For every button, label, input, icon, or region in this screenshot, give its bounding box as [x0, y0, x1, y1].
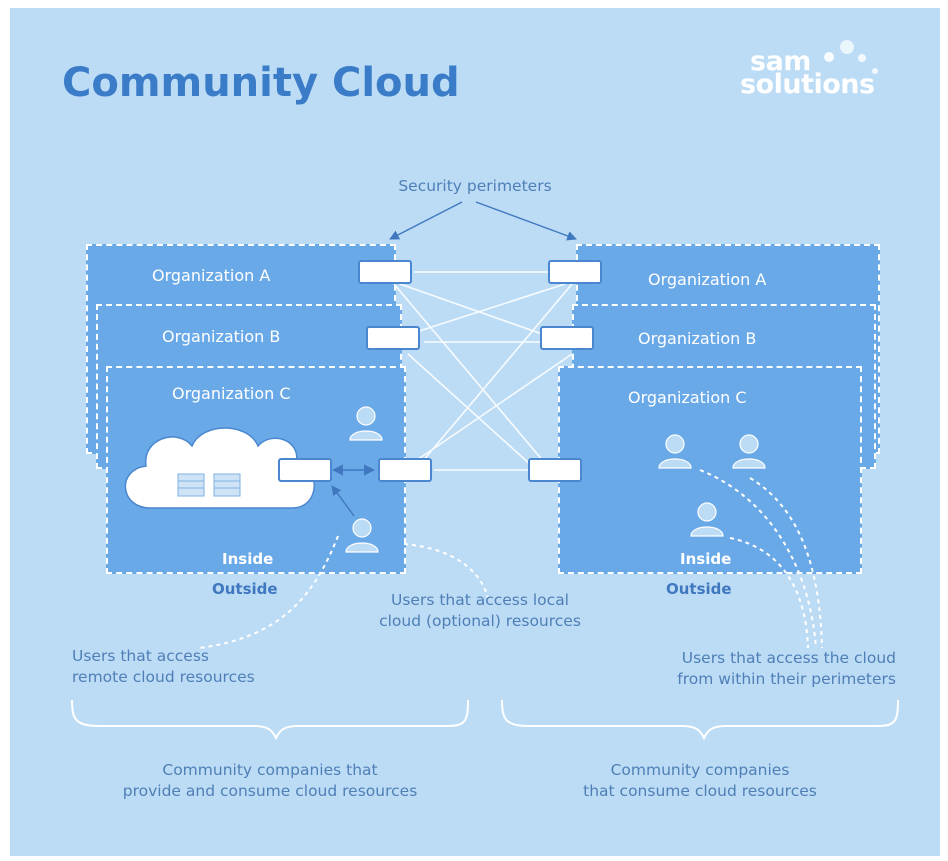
within-users-line1: Users that access the cloud	[681, 649, 896, 667]
brand-logo: sam solutions	[740, 40, 930, 120]
within-callout-curve-2	[749, 477, 823, 649]
user-icon	[345, 518, 379, 553]
user-icon	[690, 502, 724, 537]
right-group-line2: that consume cloud resources	[583, 782, 817, 800]
left-org-b-label: Organization B	[162, 327, 281, 346]
logo-dot	[840, 40, 854, 54]
right-inside-label: Inside	[680, 550, 732, 568]
within-callout-curve-1	[699, 469, 817, 649]
left-org-a-label: Organization A	[152, 266, 271, 285]
remote-users-line2: remote cloud resources	[72, 668, 255, 686]
user-icon	[732, 434, 766, 469]
right-group-line1: Community companies	[610, 761, 790, 779]
diagram-panel: Community Cloud sam solutions Security p…	[10, 8, 940, 856]
local-users-line1: Users that access local	[390, 591, 569, 609]
logo-dot	[858, 54, 866, 62]
right-org-c-label: Organization C	[628, 388, 747, 407]
logo-line2: solutions	[740, 69, 875, 100]
local-users-callout: Users that access local cloud (optional)…	[340, 590, 620, 632]
user-icon	[658, 434, 692, 469]
remote-users-line1: Users that access	[72, 647, 209, 665]
left-group-line2: provide and consume cloud resources	[122, 782, 418, 800]
gateway-right-b	[540, 326, 594, 350]
remote-callout-curve	[199, 535, 339, 649]
security-arrow-right	[475, 201, 577, 241]
user-link-arrow	[331, 485, 355, 517]
within-users-line2: from within their perimeters	[677, 670, 896, 688]
logo-wordmark: sam solutions	[740, 46, 875, 100]
right-group-caption: Community companies that consume cloud r…	[502, 760, 898, 802]
connection-lines	[71, 201, 899, 741]
user-icon	[349, 406, 383, 441]
logo-dot	[872, 68, 878, 74]
gateway-left-a	[358, 260, 412, 284]
local-callout-curve	[403, 543, 489, 599]
left-outside-label: Outside	[212, 580, 278, 598]
within-users-callout: Users that access the cloud from within …	[600, 648, 896, 690]
server-icon	[177, 473, 241, 497]
local-users-line2: cloud (optional) resources	[379, 612, 581, 630]
logo-dot	[824, 52, 834, 62]
left-group-line1: Community companies that	[162, 761, 378, 779]
gateway-right-a	[548, 260, 602, 284]
gateway-cloud	[278, 458, 332, 482]
left-inside-label: Inside	[222, 550, 274, 568]
right-group-brace	[501, 699, 899, 741]
left-group-brace	[71, 699, 469, 741]
left-org-c-label: Organization C	[172, 384, 291, 403]
right-org-b-label: Organization B	[638, 329, 757, 348]
remote-users-callout: Users that access remote cloud resources	[72, 646, 255, 688]
right-outside-label: Outside	[666, 580, 732, 598]
right-org-c-box: Organization C Inside	[558, 366, 862, 574]
gateway-left-c	[378, 458, 432, 482]
gateway-right-c	[528, 458, 582, 482]
logo-line1: sam	[750, 46, 811, 77]
security-perimeters-label: Security perimeters	[398, 177, 552, 195]
security-arrow-left	[389, 201, 463, 240]
page-title: Community Cloud	[62, 60, 460, 106]
gateway-left-b	[366, 326, 420, 350]
left-group-caption: Community companies that provide and con…	[72, 760, 468, 802]
right-org-a-label: Organization A	[648, 270, 767, 289]
within-callout-curve-3	[729, 537, 809, 649]
